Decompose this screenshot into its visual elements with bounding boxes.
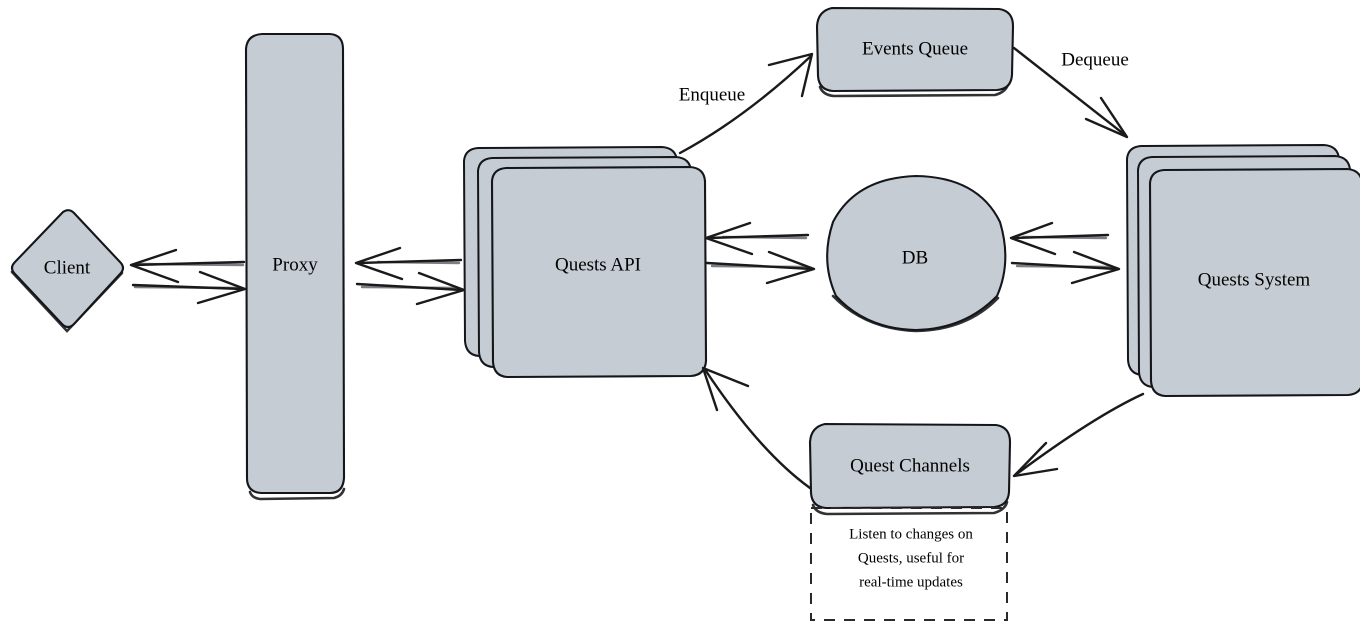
edge-client-proxy-line-a bbox=[131, 260, 246, 267]
edge-system-quest-channels[interactable] bbox=[1012, 392, 1145, 478]
edge-proxy-api-line-a bbox=[356, 258, 463, 265]
node-events-queue[interactable]: Events Queue bbox=[815, 6, 1015, 98]
edge-proxy-quests-api[interactable] bbox=[354, 246, 466, 306]
edge-client-proxy-line-b bbox=[131, 283, 245, 291]
quests-api-card-front bbox=[490, 165, 708, 379]
edge-db-system-head-a bbox=[1009, 221, 1057, 256]
edge-api-db[interactable] bbox=[704, 221, 816, 285]
edge-db-system-line-a bbox=[1011, 233, 1110, 240]
node-db[interactable]: DB bbox=[826, 174, 1007, 333]
node-proxy[interactable]: Proxy bbox=[244, 32, 346, 501]
db-label: DB bbox=[902, 247, 928, 268]
edge-db-quests-system[interactable] bbox=[1009, 221, 1121, 285]
edge-api-db-head-a bbox=[704, 221, 754, 256]
edge-label-dequeue: Dequeue bbox=[1061, 49, 1129, 70]
quest-channels-note: Listen to changes on Quests, useful for … bbox=[810, 507, 1008, 621]
edge-api-db-head-b bbox=[765, 250, 816, 285]
proxy-shadow bbox=[248, 487, 346, 501]
node-quests-system[interactable]: Quests System bbox=[1126, 144, 1360, 398]
proxy-label: Proxy bbox=[272, 254, 318, 275]
edge-client-proxy[interactable] bbox=[129, 248, 247, 305]
client-label: Client bbox=[44, 257, 91, 278]
node-client[interactable]: Client bbox=[10, 209, 125, 333]
quest-channels-shadow bbox=[811, 500, 1009, 516]
edge-quest-channels-api[interactable] bbox=[701, 366, 812, 490]
quests-system-label: Quests System bbox=[1198, 269, 1311, 290]
edge-events-queue-system[interactable]: Dequeue bbox=[1012, 46, 1129, 139]
note-line-3: real-time updates bbox=[859, 574, 963, 590]
quests-api-label: Quests API bbox=[555, 254, 641, 275]
edge-channels-api-line bbox=[704, 369, 812, 490]
edge-api-db-line-a bbox=[706, 233, 810, 240]
edge-client-proxy-head-b bbox=[196, 270, 247, 305]
edge-system-channels-head bbox=[1012, 441, 1059, 478]
quest-channels-label: Quest Channels bbox=[850, 455, 970, 476]
note-line-1: Listen to changes on bbox=[849, 526, 973, 542]
node-quest-channels[interactable]: Quest Channels bbox=[808, 422, 1012, 516]
edge-db-system-line-b bbox=[1010, 261, 1119, 271]
edge-api-db-line-b bbox=[705, 261, 814, 271]
client-diamond-shape bbox=[10, 209, 125, 329]
edge-label-enqueue: Enqueue bbox=[679, 84, 745, 105]
edge-proxy-api-head-b bbox=[415, 271, 466, 306]
note-line-2: Quests, useful for bbox=[858, 550, 964, 566]
edge-client-proxy-head-a bbox=[129, 248, 180, 284]
db-circle-shape bbox=[826, 174, 1007, 332]
edge-dequeue-head bbox=[1084, 96, 1129, 139]
edge-dequeue-line bbox=[1012, 46, 1127, 137]
proxy-shape bbox=[244, 32, 346, 495]
events-queue-shape bbox=[815, 6, 1015, 93]
edge-api-events-queue[interactable]: Enqueue bbox=[678, 52, 814, 155]
edge-enqueue-head bbox=[767, 52, 814, 98]
note-dashed-box bbox=[810, 507, 1008, 621]
edge-proxy-api-line-b bbox=[355, 282, 464, 292]
edge-channels-api-head bbox=[701, 366, 750, 412]
edge-proxy-api-head-a bbox=[354, 246, 404, 281]
edge-enqueue-line bbox=[678, 54, 813, 155]
edge-db-system-head-b bbox=[1070, 250, 1121, 285]
node-quests-api[interactable]: Quests API bbox=[463, 146, 708, 379]
events-queue-label: Events Queue bbox=[862, 38, 968, 59]
edge-system-channels-line bbox=[1016, 392, 1145, 475]
